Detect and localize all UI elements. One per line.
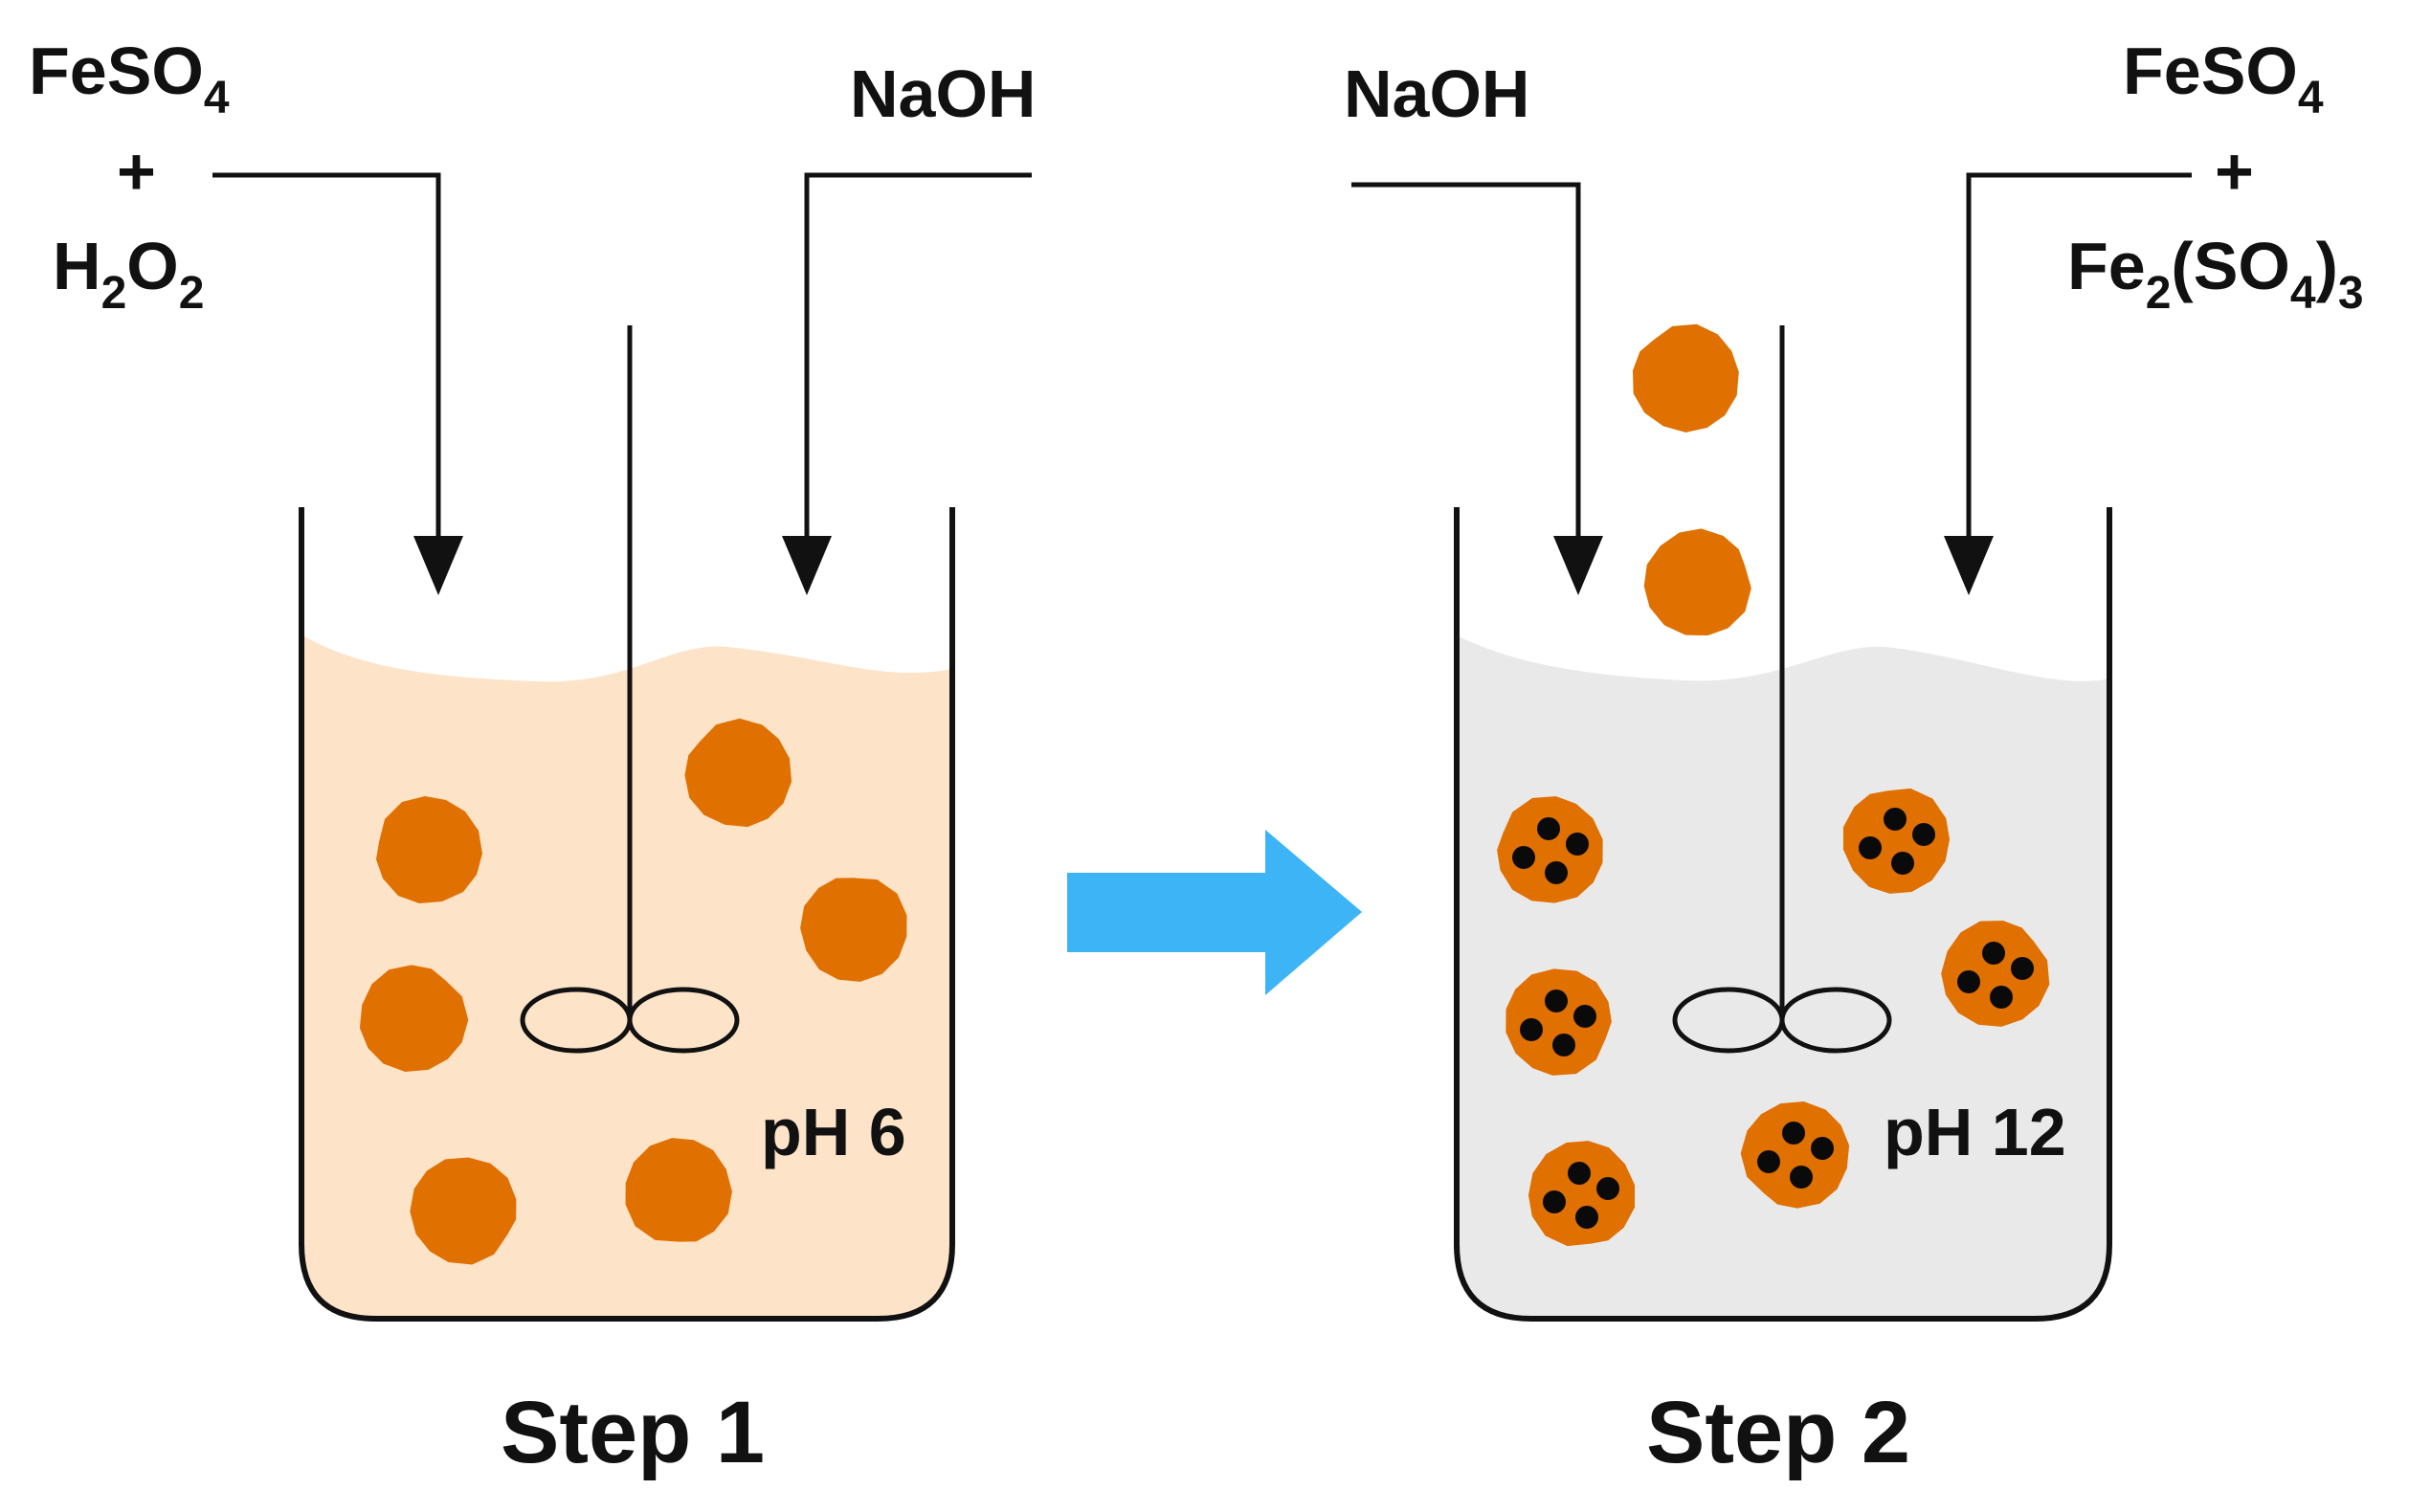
step1-reagent-left-plus: + bbox=[117, 134, 156, 209]
step1-reagent-left-line1: FeSO4 bbox=[29, 33, 230, 123]
nanoparticle-dot bbox=[1573, 1005, 1596, 1028]
step2-feed-left bbox=[1351, 182, 1603, 595]
coated-particle bbox=[1496, 960, 1619, 1084]
step2-reagent-right-line2: Fe2(SO4)3 bbox=[2067, 229, 2364, 319]
nanoparticle-dot bbox=[1957, 970, 1980, 993]
nanoparticle-dot bbox=[1596, 1177, 1619, 1200]
step2-stirrer bbox=[1672, 325, 1892, 1054]
nanoparticle-dot bbox=[1537, 817, 1560, 840]
nanoparticle-dot bbox=[1545, 989, 1568, 1012]
step2-beaker bbox=[1454, 507, 2112, 1322]
nanoparticle-dot bbox=[1990, 986, 2013, 1009]
nanoparticle-dot bbox=[1859, 836, 1882, 859]
coated-particle bbox=[1920, 899, 2071, 1050]
coated-particle bbox=[1828, 772, 1966, 909]
nanoparticle-dot bbox=[1790, 1166, 1813, 1189]
step1-beaker bbox=[299, 507, 955, 1322]
nanoparticle-dot bbox=[1575, 1206, 1598, 1229]
step1-reagent-left-line2: H2O2 bbox=[53, 229, 204, 319]
coated-particle bbox=[1489, 788, 1613, 912]
nanoparticle-dot bbox=[2011, 957, 2034, 980]
step2-falling-particles bbox=[1611, 302, 1771, 657]
falling-particle bbox=[1624, 511, 1771, 657]
nanoparticle-dot bbox=[1757, 1150, 1780, 1173]
step2-coated-particles bbox=[1489, 772, 2071, 1262]
step1-ph-label: pH 6 bbox=[761, 1095, 906, 1169]
nanoparticle-dot bbox=[1512, 846, 1535, 869]
step2-reagent-left: NaOH bbox=[1344, 56, 1529, 131]
nanoparticle-dot bbox=[1566, 833, 1589, 856]
step2-ph-label: pH 12 bbox=[1884, 1095, 2066, 1169]
nanoparticle-dot bbox=[1982, 942, 2005, 965]
nanoparticle-dot bbox=[1545, 861, 1568, 884]
step2-group: NaOH FeSO4 + Fe2(SO4)3 pH 12 Step 2 bbox=[1344, 33, 2364, 1481]
nanoparticle-dot bbox=[1891, 852, 1914, 875]
step1-group: FeSO4 + H2O2 NaOH pH 6 Step 1 bbox=[29, 33, 1036, 1481]
nanoparticle-dot bbox=[1520, 1018, 1543, 1041]
step1-feed-left bbox=[212, 172, 463, 595]
nanoparticle-dot bbox=[1811, 1137, 1834, 1160]
step2-reagent-right-plus: + bbox=[2215, 134, 2254, 209]
falling-particle bbox=[1611, 302, 1762, 454]
nanoparticle-dot bbox=[1543, 1190, 1566, 1213]
step2-caption: Step 2 bbox=[1646, 1384, 1910, 1481]
nanoparticle-dot bbox=[1568, 1162, 1591, 1185]
step1-reagent-right: NaOH bbox=[850, 56, 1036, 131]
step1-caption: Step 1 bbox=[501, 1384, 765, 1481]
nanoparticle-dot bbox=[1884, 808, 1907, 831]
step2-feed-right bbox=[1944, 172, 2192, 595]
process-arrow bbox=[1067, 830, 1362, 995]
step1-feed-right bbox=[782, 172, 1032, 595]
coated-particle bbox=[1512, 1125, 1650, 1262]
step1-stirrer bbox=[520, 325, 740, 1054]
step2-reagent-right-line1: FeSO4 bbox=[2123, 33, 2324, 123]
nanoparticle-dot bbox=[1912, 823, 1935, 846]
nanoparticle-dot bbox=[1782, 1122, 1805, 1145]
coated-particle bbox=[1723, 1080, 1869, 1227]
nanoparticle-dot bbox=[1552, 1034, 1575, 1056]
